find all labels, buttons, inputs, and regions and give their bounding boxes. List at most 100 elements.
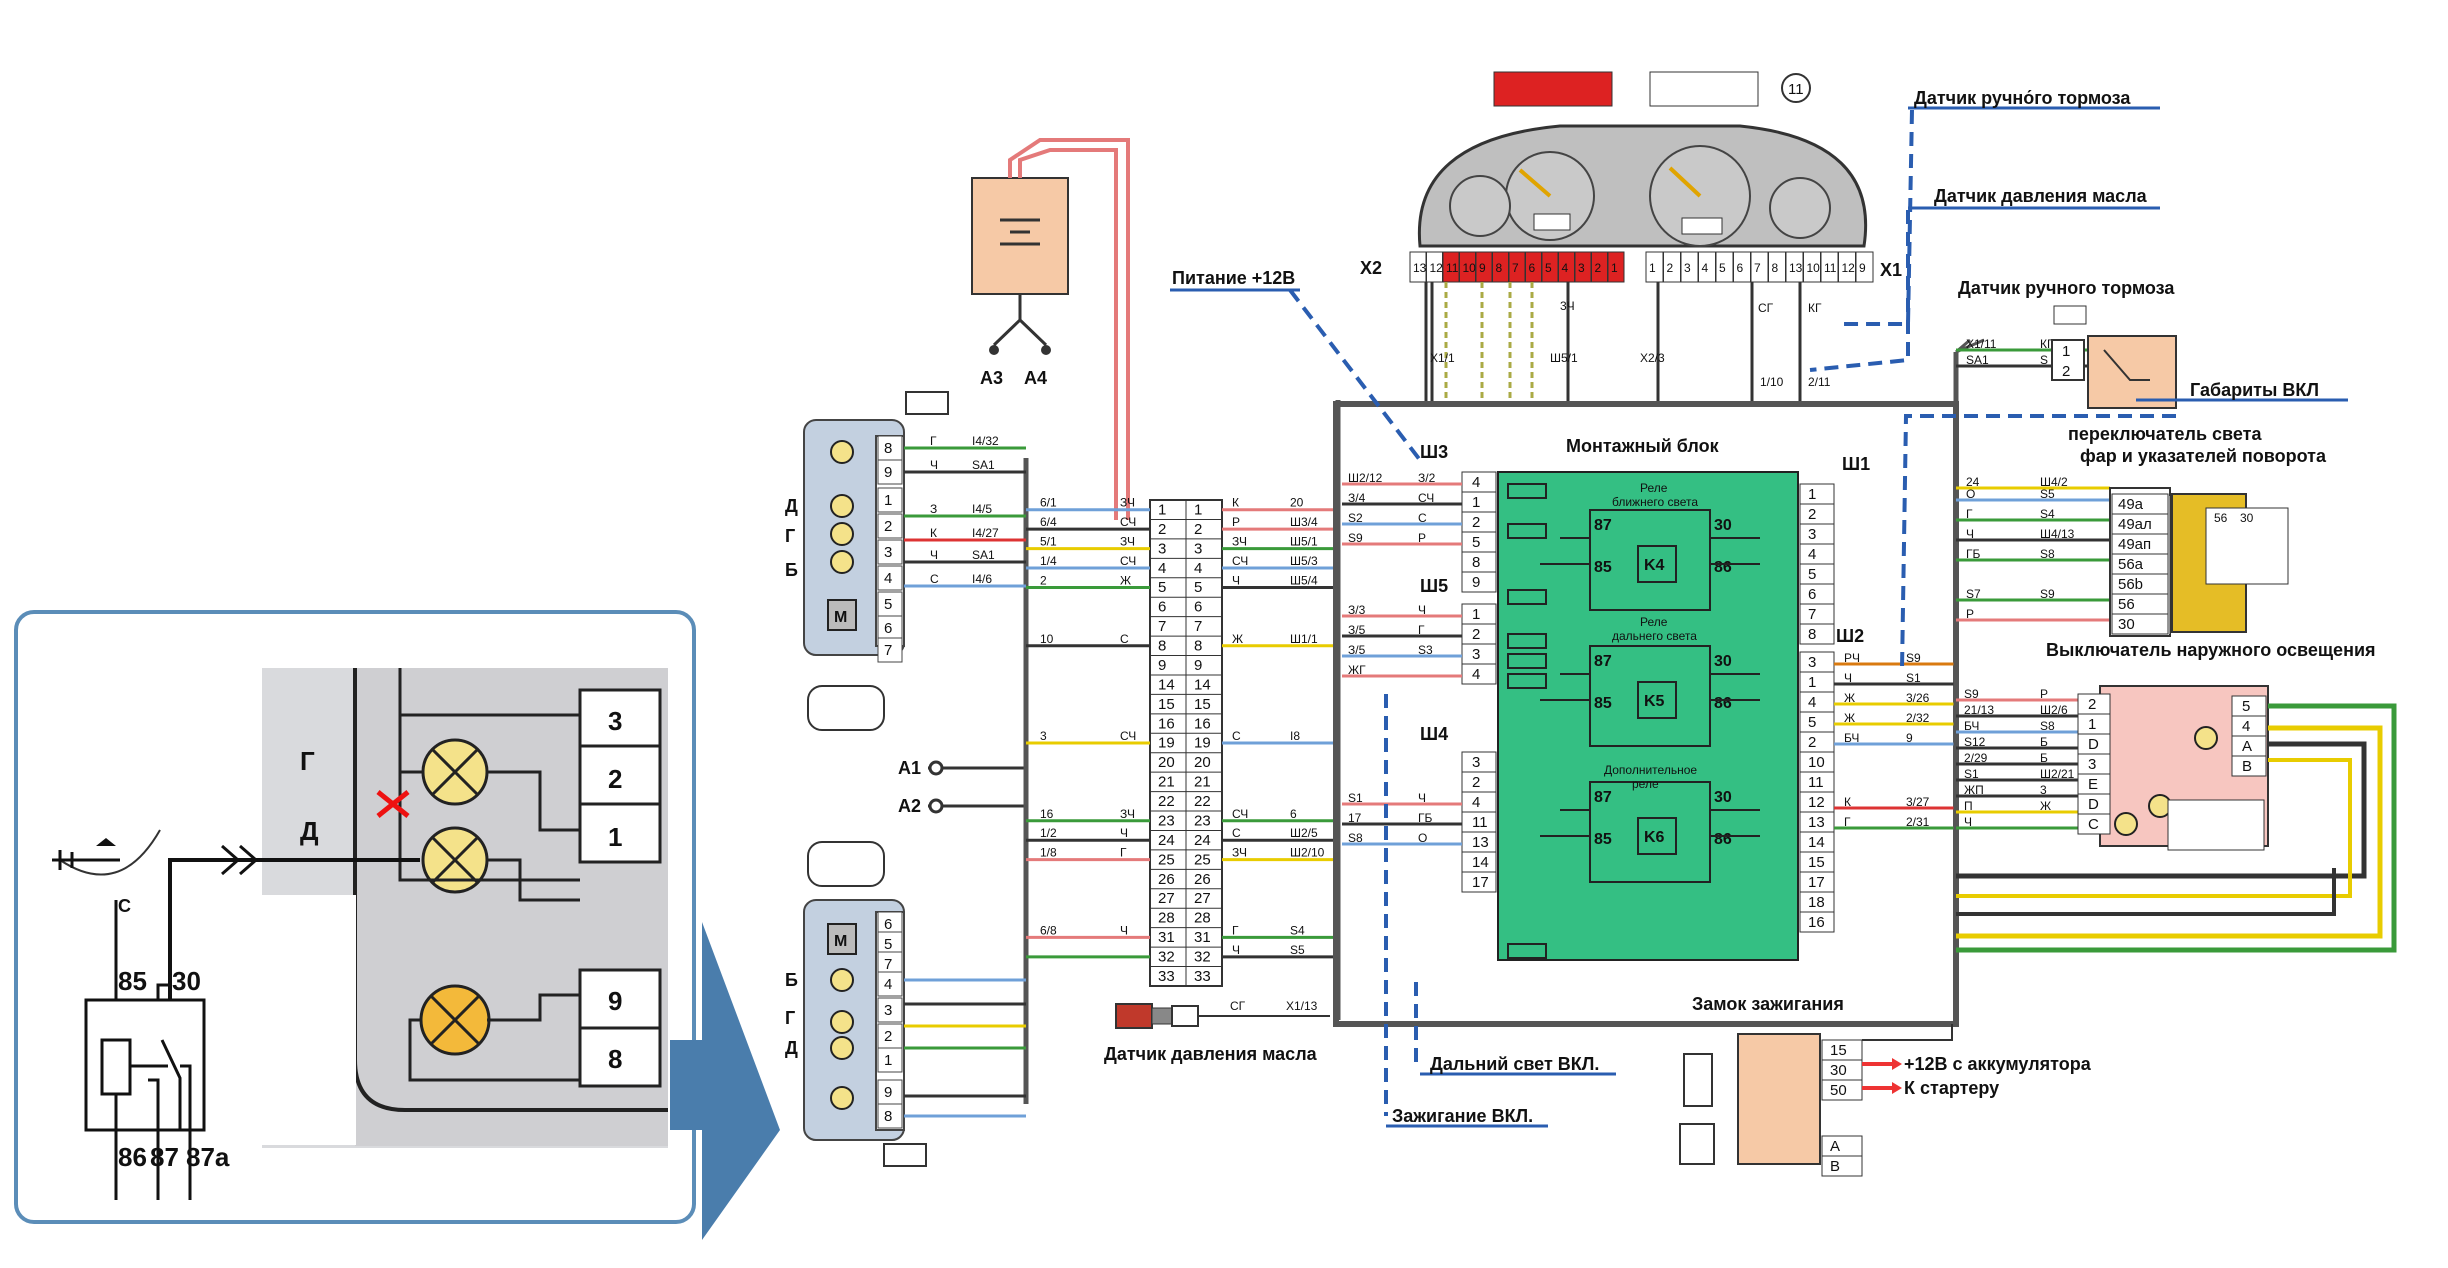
ext-pin-left: 2 [2088,696,2096,713]
ext-pin-left: D [2088,736,2099,753]
connector-icon [807,841,885,887]
relay-pin: 85 [1594,831,1612,848]
instrument-number: 11 [1788,81,1804,98]
wire-code: 3 [2040,783,2047,797]
ext-pin-left: C [2088,816,2099,833]
wire-code: Б [2040,751,2048,765]
callout-underlines [1170,106,2348,1128]
callout-lines [1288,109,2176,1116]
high-beam-label: Дальний свет ВКЛ. [1430,1054,1599,1074]
wire-code: S9 [2040,587,2055,601]
ground-a4: A4 [1024,368,1047,388]
mid-row-right: 5 [1194,579,1202,596]
wire-code: ГБ [1966,547,1980,561]
left-top-pin: 3 [884,544,892,561]
mid-row-right: 26 [1194,871,1211,888]
wire-code: С [930,572,939,586]
connector-icon [905,391,949,415]
x1-pin: 9 [1859,261,1866,275]
mid-row-left: 19 [1158,735,1175,752]
x2-pin: 8 [1496,261,1503,275]
block-pin-left: 1 [1472,494,1480,511]
x1-pin: 10 [1807,261,1821,275]
wire-code: S5 [1290,943,1305,957]
wire-code: Р [1232,515,1240,529]
mid-row-right: 27 [1194,890,1211,907]
lamp-letter-b-bottom: Б [785,970,798,990]
ext-pin-left: E [2088,776,2098,793]
block-pin-left: 1 [1472,606,1480,623]
ext-pin-right: A [2242,738,2252,755]
switch-pin: 56 [2118,596,2135,613]
x-line-sg: СГ [1758,301,1774,315]
relay-pin: 30 [1714,789,1732,806]
wire-code: Ч [1120,923,1128,937]
power-label: Питание +12В [1172,268,1295,288]
mid-row-left: 7 [1158,618,1166,635]
block-pin-right: 2 [1808,734,1816,751]
ignition-pin: 15 [1830,1042,1847,1059]
x-line-211: 2/11 [1808,375,1831,389]
mid-row-right: 4 [1194,560,1202,577]
wire-code: З/4 [1348,491,1366,505]
oil-sensor-bottom-label: Датчик давления масла [1104,1044,1318,1064]
x-line-x23: X2/3 [1640,351,1665,365]
block-pin-right: 4 [1808,694,1816,711]
inset-pin-1: 1 [608,822,622,852]
wire-code: СЧ [1418,491,1434,505]
wire-code: ЗЧ [1120,496,1135,510]
wire-code: S9 [1964,687,1979,701]
block-pin-right: 12 [1808,794,1825,811]
red-connector-icon [1493,71,1613,107]
left-bottom-pin: 5 [884,936,892,953]
left-top-pin: 5 [884,596,892,613]
wire-code: Ш4/13 [2040,527,2075,541]
block-pin-left: 5 [1472,534,1480,551]
wire-code: З/5 [1348,623,1366,637]
lamp-letter-g-bottom: Г [785,1008,795,1028]
wire-code: S5 [2040,487,2055,501]
relay-aux-label-2: реле [1632,777,1659,791]
wire-code: S [2040,353,2048,367]
block-pin-left: 11 [1472,814,1488,831]
left-bottom-pin: 1 [884,1052,892,1069]
wire-code: ГБ [1418,811,1432,825]
wire-code: Ш4/2 [2040,475,2068,489]
block-pin-right: 10 [1808,754,1825,771]
left-top-pin: 7 [884,642,892,659]
light-switch-label-1: переключатель света [2068,424,2262,444]
mid-row-left: 15 [1158,696,1175,713]
x1-pin: 5 [1719,261,1726,275]
wire-code: БЧ [1844,731,1859,745]
ignition-on-label: Зажигание ВКЛ. [1392,1106,1533,1126]
relay-pin: 86 [1714,695,1732,712]
mid-row-left: 21 [1158,774,1175,791]
block-pin-right: 16 [1808,914,1825,931]
wire-code: П [1964,799,1973,813]
wire-code: С [1418,511,1427,525]
wire-code: 24 [1966,475,1980,489]
wire-code: БЧ [1964,719,1979,733]
wire-code: 17 [1348,811,1362,825]
mid-row-right: 23 [1194,812,1211,829]
block-pin-left: 2 [1472,626,1480,643]
mid-row-left: 4 [1158,560,1166,577]
oil-sensor-top-label: Датчик давления масла [1934,186,2148,206]
wire-code: 6/1 [1040,496,1057,510]
x2-pin: 12 [1430,261,1444,275]
svg-text:M: M [834,609,847,626]
wire-code: К [930,526,937,540]
wire-code: Ж [1844,711,1855,725]
switch-pin: 56b [2118,576,2143,593]
block-pin-left: 2 [1472,774,1480,791]
left-bottom-pin: 9 [884,1084,892,1101]
ext-pin-right: B [2242,758,2252,775]
x1-pin: 3 [1684,261,1691,275]
connector-sh5: Ш5 [1420,576,1448,596]
block-pin-right: 14 [1808,834,1825,851]
wire-code: Р [2040,687,2048,701]
x1-pin: 13 [1789,261,1803,275]
wire-code: X1/11 [1966,337,1997,351]
connector-x1-label: X1 [1880,260,1902,280]
